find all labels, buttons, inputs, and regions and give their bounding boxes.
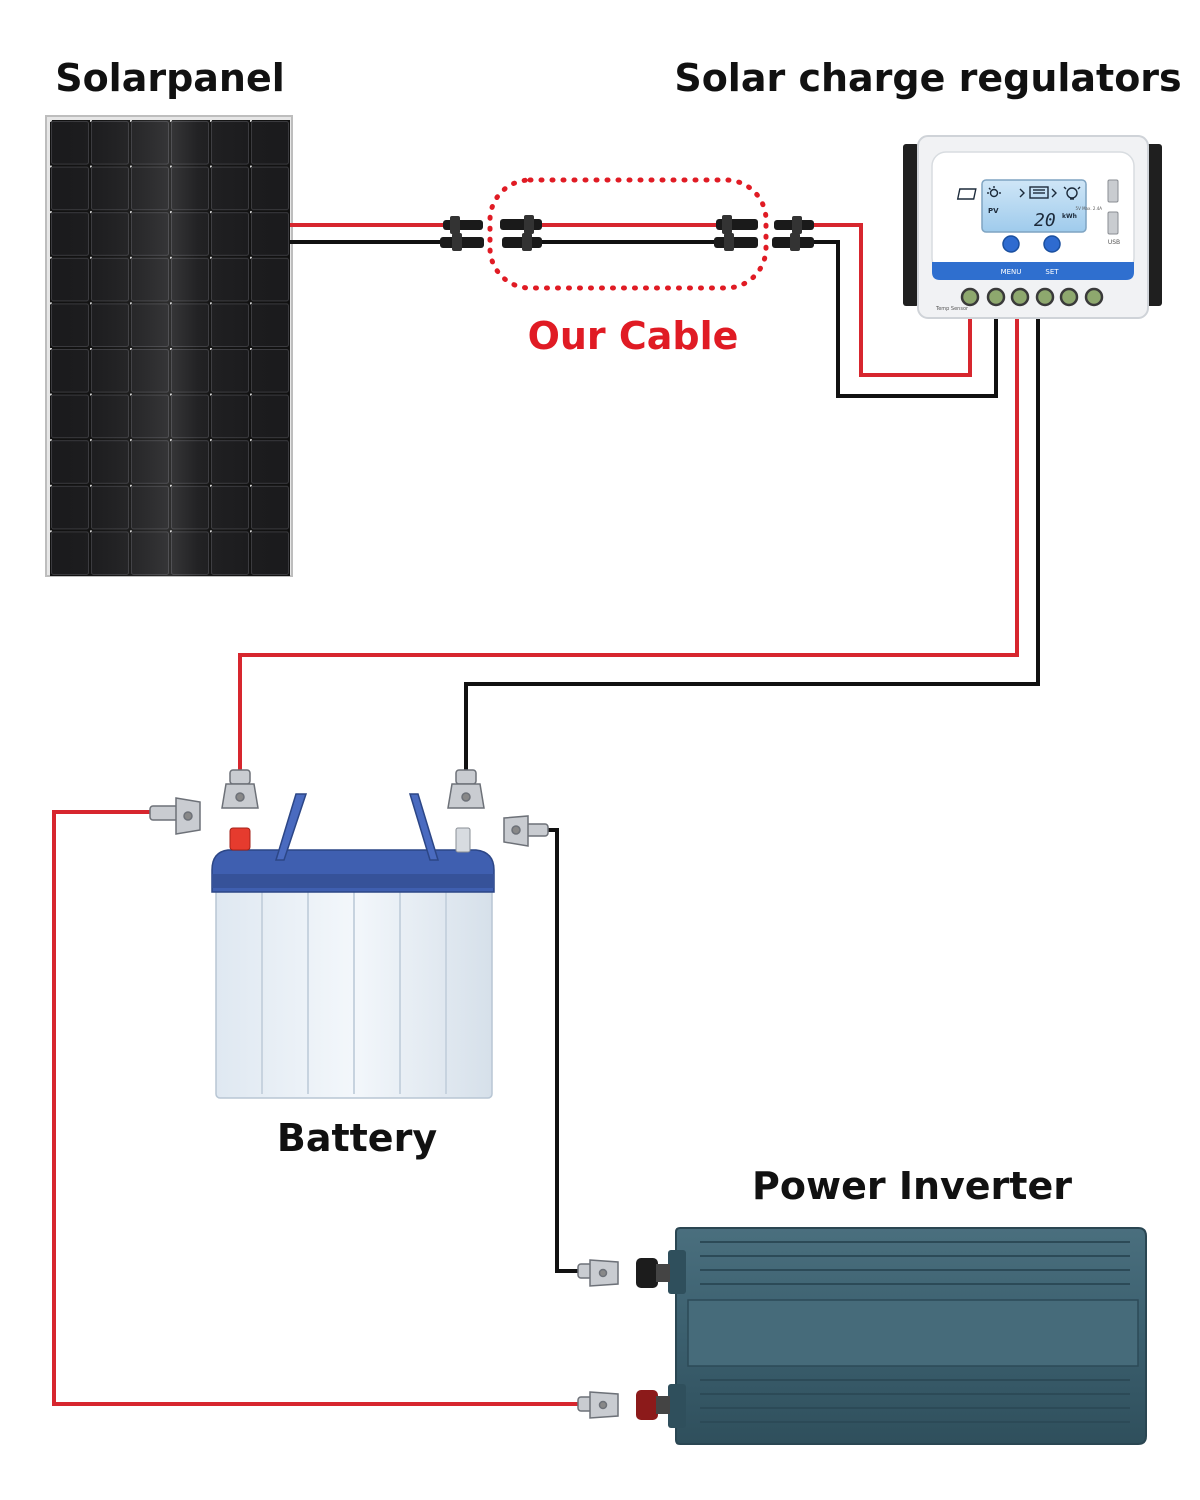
- solar-panel-label: Solarpanel: [55, 56, 285, 100]
- clamp-inverter-terminal-negative: [577, 1259, 619, 1287]
- battery-negative-post: [455, 827, 471, 853]
- charge-controller: PV 20 kWh 5V Max. 2.4A USB MENU SET: [903, 135, 1162, 319]
- battery-negative-wire: [464, 305, 1040, 770]
- clamp-controller-negative: [447, 769, 485, 809]
- menu-label: MENU: [1001, 268, 1022, 276]
- battery-icon: [1019, 186, 1057, 199]
- set-label: SET: [1045, 268, 1059, 276]
- battery-clamps: [149, 769, 619, 1419]
- battery-positive-post: [229, 827, 251, 851]
- sun-icon: [956, 186, 1001, 200]
- battery-positive-wire: [238, 305, 1019, 770]
- bulb-icon: [1063, 186, 1081, 200]
- inverter-negative-terminal: [636, 1258, 670, 1288]
- inverter-negative-wire: [545, 828, 580, 1273]
- mc4-connectors: [440, 215, 814, 251]
- display-value: 20: [1034, 210, 1056, 231]
- connector-panel-side: [440, 216, 484, 251]
- cable-highlight: [487, 177, 769, 291]
- inverter-positive-wire: [52, 810, 580, 1406]
- connector-cable-right: [714, 215, 758, 251]
- clamp-controller-positive: [221, 769, 259, 809]
- solar-panel: [45, 115, 293, 577]
- inverter-label: Power Inverter: [752, 1164, 1072, 1208]
- usb-label: USB: [1108, 239, 1120, 246]
- charge-regulator-label: Solar charge regulators: [674, 56, 1181, 100]
- connector-controller-side: [772, 216, 814, 251]
- cable-label: Our Cable: [528, 314, 739, 358]
- power-inverter: [636, 1227, 1147, 1445]
- pv-positive-wire: [812, 223, 972, 377]
- controller-terminals: [960, 287, 1104, 307]
- display-unit: kWh: [1062, 213, 1077, 220]
- wiring: [52, 223, 1040, 1406]
- battery: [211, 793, 495, 1099]
- inverter-positive-terminal: [636, 1390, 670, 1420]
- menu-button-icon[interactable]: [1002, 235, 1020, 253]
- clamp-inverter-terminal-positive: [577, 1391, 619, 1419]
- temp-sensor-label: Temp Sensor: [935, 306, 969, 312]
- connector-cable-left: [500, 215, 542, 251]
- pv-label: PV: [988, 207, 999, 215]
- clamp-inverter-negative: [503, 815, 549, 847]
- pv-negative-wire: [812, 240, 998, 398]
- clamp-inverter-positive: [149, 797, 201, 835]
- set-button-icon[interactable]: [1043, 235, 1061, 253]
- usb-port-icon: [1107, 179, 1119, 235]
- usb-rating: 5V Max. 2.4A: [1076, 206, 1103, 211]
- battery-label: Battery: [277, 1116, 437, 1160]
